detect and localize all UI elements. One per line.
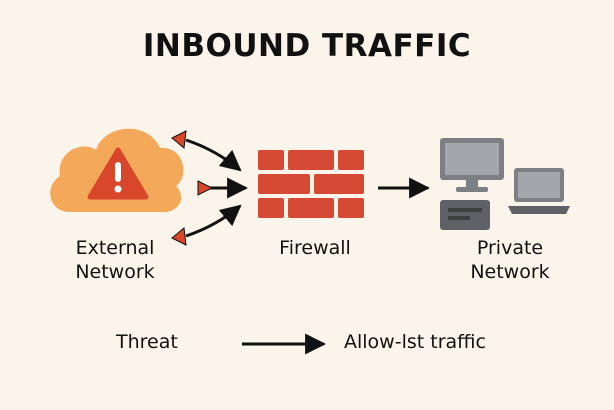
threat-arrow-bottom (171, 204, 242, 246)
threat-arrow-top (171, 130, 242, 172)
private-network-label: Private Network (430, 236, 590, 284)
legend-allow-label: Allow-lst traffic (344, 331, 486, 353)
threat-arrow-middle (197, 177, 249, 199)
laptop-icon (508, 168, 570, 214)
desktop-computer-icon (440, 138, 504, 230)
cloud-warning-icon (50, 128, 184, 213)
external-network-label-line1: External (75, 237, 155, 259)
firewall-label: Firewall (279, 237, 351, 259)
private-network-label-line1: Private (476, 237, 544, 259)
external-network-label: External Network (40, 236, 190, 284)
legend-threat-label: Threat (116, 331, 178, 353)
diagram-title: INBOUND TRAFFIC (142, 28, 472, 64)
firewall-brick-icon (258, 150, 364, 218)
private-network-label-line2: Network (470, 261, 550, 283)
external-network-label-line2: Network (75, 261, 155, 283)
